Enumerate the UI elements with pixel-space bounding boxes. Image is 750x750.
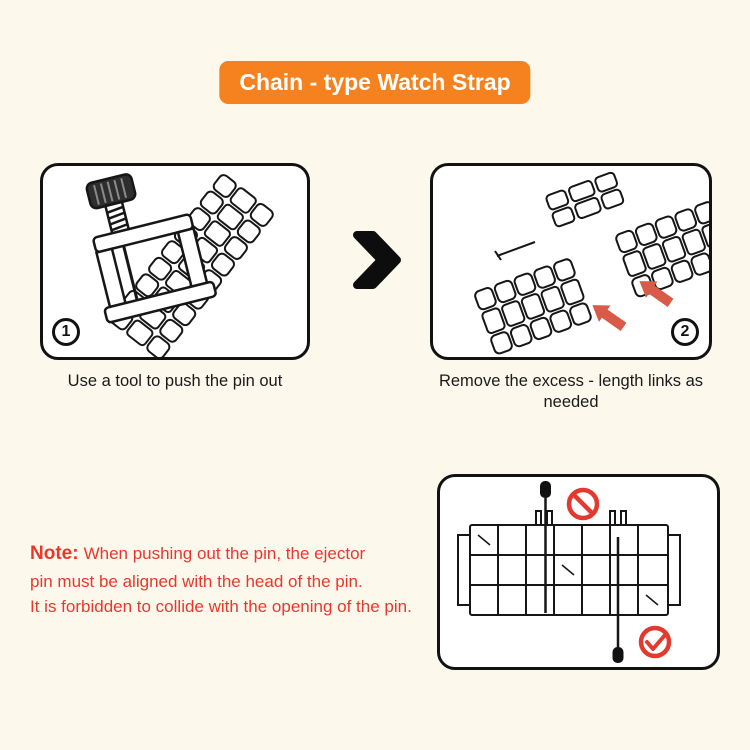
next-step-arrow-icon — [353, 231, 401, 289]
step2-caption: Remove the excess - length links as need… — [438, 372, 704, 412]
pin-alignment-illustration — [457, 481, 681, 663]
page-title: Chain - type Watch Strap — [239, 69, 511, 95]
red-arrow-icon — [639, 281, 674, 307]
step2-number-badge: 2 — [671, 318, 699, 346]
step1-panel: 1 — [40, 163, 310, 360]
pin-pusher-illustration — [85, 173, 274, 357]
note-text-3: It is forbidden to collide with the open… — [30, 597, 412, 616]
note-text-2: pin must be aligned with the head of the… — [30, 571, 363, 591]
note-label: Note: — [30, 543, 79, 564]
ejector-pin-bottom — [612, 537, 624, 663]
strap-side-view — [457, 510, 681, 616]
strap-segment-left — [474, 258, 592, 355]
removed-links-illustration — [474, 171, 709, 355]
ejector-pin-top — [540, 481, 551, 613]
step1-number-badge: 1 — [52, 318, 80, 346]
step1-number: 1 — [61, 323, 71, 340]
red-arrow-icon — [592, 305, 627, 331]
title-banner: Chain - type Watch Strap — [219, 61, 531, 104]
detached-links — [545, 171, 625, 228]
pin-alignment-detail-panel — [437, 474, 720, 670]
ejector-pin — [122, 245, 139, 301]
step2-panel: 2 — [430, 163, 712, 360]
note-text-1: When pushing out the pin, the ejector — [83, 544, 366, 563]
note-block: Note:When pushing out the pin, the eject… — [30, 540, 460, 620]
step2-number: 2 — [680, 323, 690, 340]
note-line-1: Note:When pushing out the pin, the eject… — [30, 540, 460, 569]
step1-caption: Use a tool to push the pin out — [67, 372, 283, 390]
loose-pin — [494, 241, 536, 261]
red-arrows — [592, 281, 674, 331]
prohibited-icon — [566, 487, 600, 521]
link-remover-tool — [85, 173, 217, 324]
knurled-knob — [93, 178, 128, 205]
strap-segment-right — [615, 201, 709, 298]
correct-icon — [638, 625, 672, 659]
